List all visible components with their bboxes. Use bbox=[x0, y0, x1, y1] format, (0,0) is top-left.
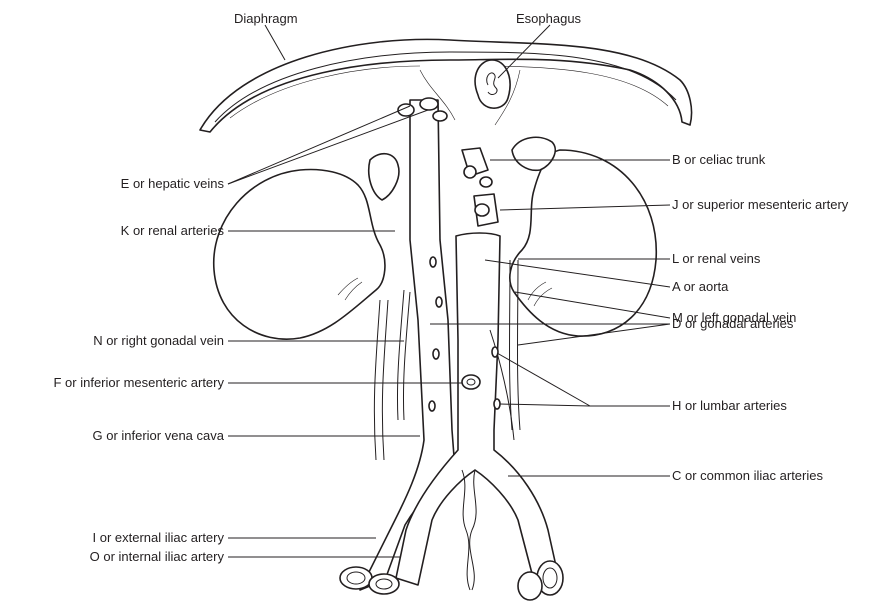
label-external-iliac-artery: I or external iliac artery bbox=[10, 530, 224, 546]
left-kidney bbox=[510, 137, 656, 336]
label-aorta: A or aorta bbox=[672, 279, 728, 295]
esophagus-shape bbox=[475, 60, 510, 108]
label-inferior-vena-cava: G or inferior vena cava bbox=[10, 428, 224, 444]
label-lumbar-arteries: H or lumbar arteries bbox=[672, 398, 787, 414]
label-diaphragm: Diaphragm bbox=[234, 11, 298, 27]
label-renal-arteries: K or renal arteries bbox=[10, 223, 224, 239]
label-esophagus: Esophagus bbox=[516, 11, 581, 27]
label-renal-veins: L or renal veins bbox=[672, 251, 760, 267]
label-celiac-trunk: B or celiac trunk bbox=[672, 152, 765, 168]
label-hepatic-veins: E or hepatic veins bbox=[10, 176, 224, 192]
label-common-iliac-arteries: C or common iliac arteries bbox=[672, 468, 823, 484]
label-right-gonadal-vein: N or right gonadal vein bbox=[10, 333, 224, 349]
label-gonadal-arteries: D or gonadal arteries bbox=[672, 316, 793, 332]
right-kidney bbox=[214, 154, 399, 339]
label-internal-iliac-artery: O or internal iliac artery bbox=[10, 549, 224, 565]
ima-stub bbox=[462, 375, 480, 389]
label-inferior-mesenteric-artery: F or inferior mesenteric artery bbox=[0, 375, 224, 391]
label-superior-mesenteric-artery: J or superior mesenteric artery bbox=[672, 197, 848, 213]
